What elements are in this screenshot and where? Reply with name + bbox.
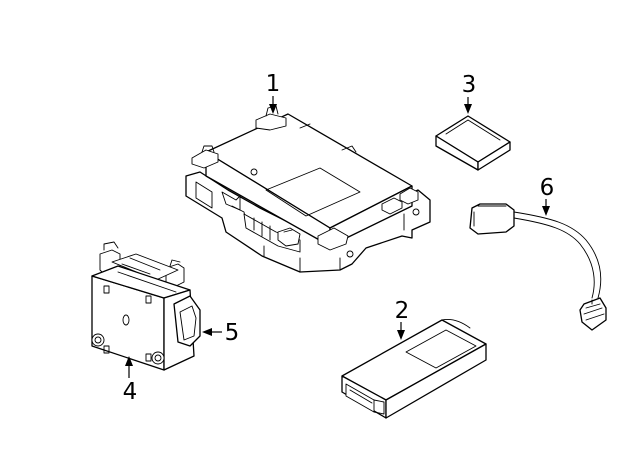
callout-5: 5 — [225, 320, 240, 346]
part-2-receiver[interactable] — [341, 319, 487, 419]
part-1-control-module[interactable] — [185, 105, 431, 273]
part-3-pad[interactable] — [435, 115, 511, 171]
callout-3: 3 — [462, 72, 477, 98]
part-6-antenna-cable[interactable] — [469, 203, 607, 331]
callout-6: 6 — [540, 175, 555, 201]
callout-4: 4 — [123, 379, 138, 405]
callout-1: 1 — [266, 71, 281, 97]
part-5-clip[interactable] — [173, 295, 201, 347]
leader-lines — [125, 96, 550, 378]
callout-2: 2 — [395, 298, 410, 324]
